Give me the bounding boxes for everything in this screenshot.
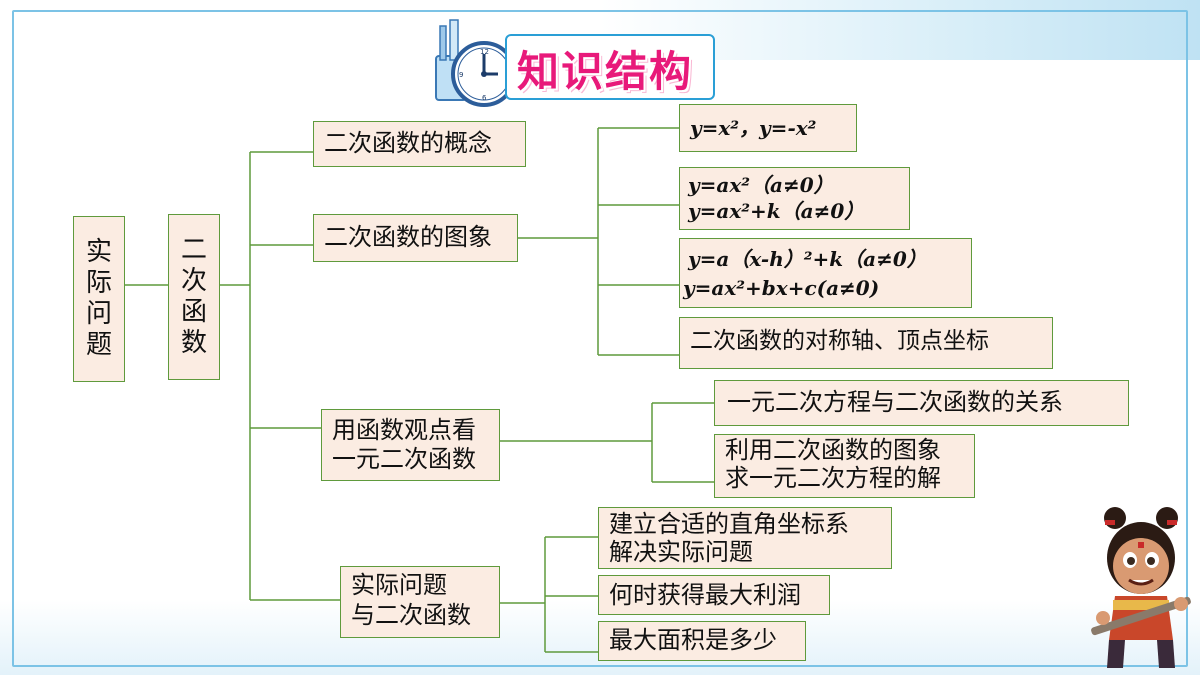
solve-line2: 求一元二次方程的解 bbox=[725, 464, 941, 492]
topic-node-label: 二次函数 bbox=[169, 215, 219, 379]
branch-concept-label: 二次函数的概念 bbox=[324, 129, 492, 157]
svg-text:9: 9 bbox=[459, 71, 463, 79]
root-label-text-char: 问 bbox=[85, 299, 112, 329]
relation-label: 一元二次方程与二次函数的关系 bbox=[727, 388, 1063, 416]
svg-text:6: 6 bbox=[482, 94, 487, 102]
axis-vertex-box: 二次函数的对称轴、顶点坐标 bbox=[679, 317, 1053, 369]
cartoon-character-illustration bbox=[1091, 507, 1191, 668]
branch-equation-line2: 一元二次函数 bbox=[332, 445, 476, 473]
clock-stationery-icon: 12 3 6 9 bbox=[435, 19, 517, 107]
solve-line1: 利用二次函数的图象 bbox=[725, 436, 941, 464]
topic-label-text-char: 次 bbox=[180, 265, 207, 296]
svg-text:12: 12 bbox=[480, 48, 489, 56]
topic-label-text-char: 数 bbox=[180, 328, 207, 359]
branch-equation-line1: 用函数观点看 bbox=[332, 416, 476, 444]
area-box: 最大面积是多少 bbox=[598, 621, 806, 661]
coord-line1: 建立合适的直角坐标系 bbox=[609, 510, 849, 538]
title-frame bbox=[505, 34, 715, 100]
formula-3-line1: y=a（x-h）²+k（a≠0） bbox=[688, 247, 927, 271]
page-title: 知识结构 bbox=[517, 47, 694, 96]
formula-2-line2: y=ax²+k（a≠0） bbox=[688, 199, 865, 223]
formula-box-3: y=a（x-h）²+k（a≠0） y=ax²+bx+c(a≠0) bbox=[679, 238, 972, 308]
root-label-text-char: 际 bbox=[85, 267, 112, 298]
branch-concept: 二次函数的概念 bbox=[313, 121, 526, 167]
formula-box-2: y=ax²（a≠0） y=ax²+k（a≠0） bbox=[679, 167, 910, 230]
slide-border bbox=[12, 10, 1188, 667]
branch-practical-line2: 与二次函数 bbox=[351, 601, 471, 629]
axis-vertex-label: 二次函数的对称轴、顶点坐标 bbox=[690, 328, 989, 354]
solve-box: 利用二次函数的图象 求一元二次方程的解 bbox=[714, 434, 975, 498]
branch-graph: 二次函数的图象 bbox=[313, 214, 518, 262]
topic-label-text: 二次函数 bbox=[181, 235, 207, 360]
topic-label-text-char: 二 bbox=[180, 234, 207, 265]
root-label-text-char: 实 bbox=[85, 236, 112, 267]
branch-graph-label: 二次函数的图象 bbox=[324, 223, 492, 251]
root-node-practical-problem: 实际问题 bbox=[73, 216, 125, 382]
formula-1: y=x²，y=-x² bbox=[690, 116, 817, 140]
branch-practical-line1: 实际问题 bbox=[351, 571, 447, 599]
branch-practical: 实际问题 与二次函数 bbox=[340, 566, 500, 638]
root-node-label: 实际问题 bbox=[74, 217, 124, 381]
area-label: 最大面积是多少 bbox=[609, 626, 777, 654]
coord-box: 建立合适的直角坐标系 解决实际问题 bbox=[598, 507, 892, 569]
profit-box: 何时获得最大利润 bbox=[598, 575, 830, 615]
branch-equation: 用函数观点看 一元二次函数 bbox=[321, 409, 500, 481]
root-label-text-char: 题 bbox=[85, 330, 112, 361]
relation-box: 一元二次方程与二次函数的关系 bbox=[714, 380, 1129, 426]
topic-label-text-char: 函 bbox=[180, 297, 207, 327]
topic-node-quadratic-function: 二次函数 bbox=[168, 214, 220, 380]
profit-label: 何时获得最大利润 bbox=[609, 581, 801, 609]
formula-2-line1: y=ax²（a≠0） bbox=[688, 173, 834, 197]
formula-3-line2: y=ax²+bx+c(a≠0) bbox=[683, 276, 880, 300]
coord-line2: 解决实际问题 bbox=[609, 538, 753, 566]
formula-box-1: y=x²，y=-x² bbox=[679, 104, 857, 152]
root-label-text: 实际问题 bbox=[86, 237, 112, 362]
